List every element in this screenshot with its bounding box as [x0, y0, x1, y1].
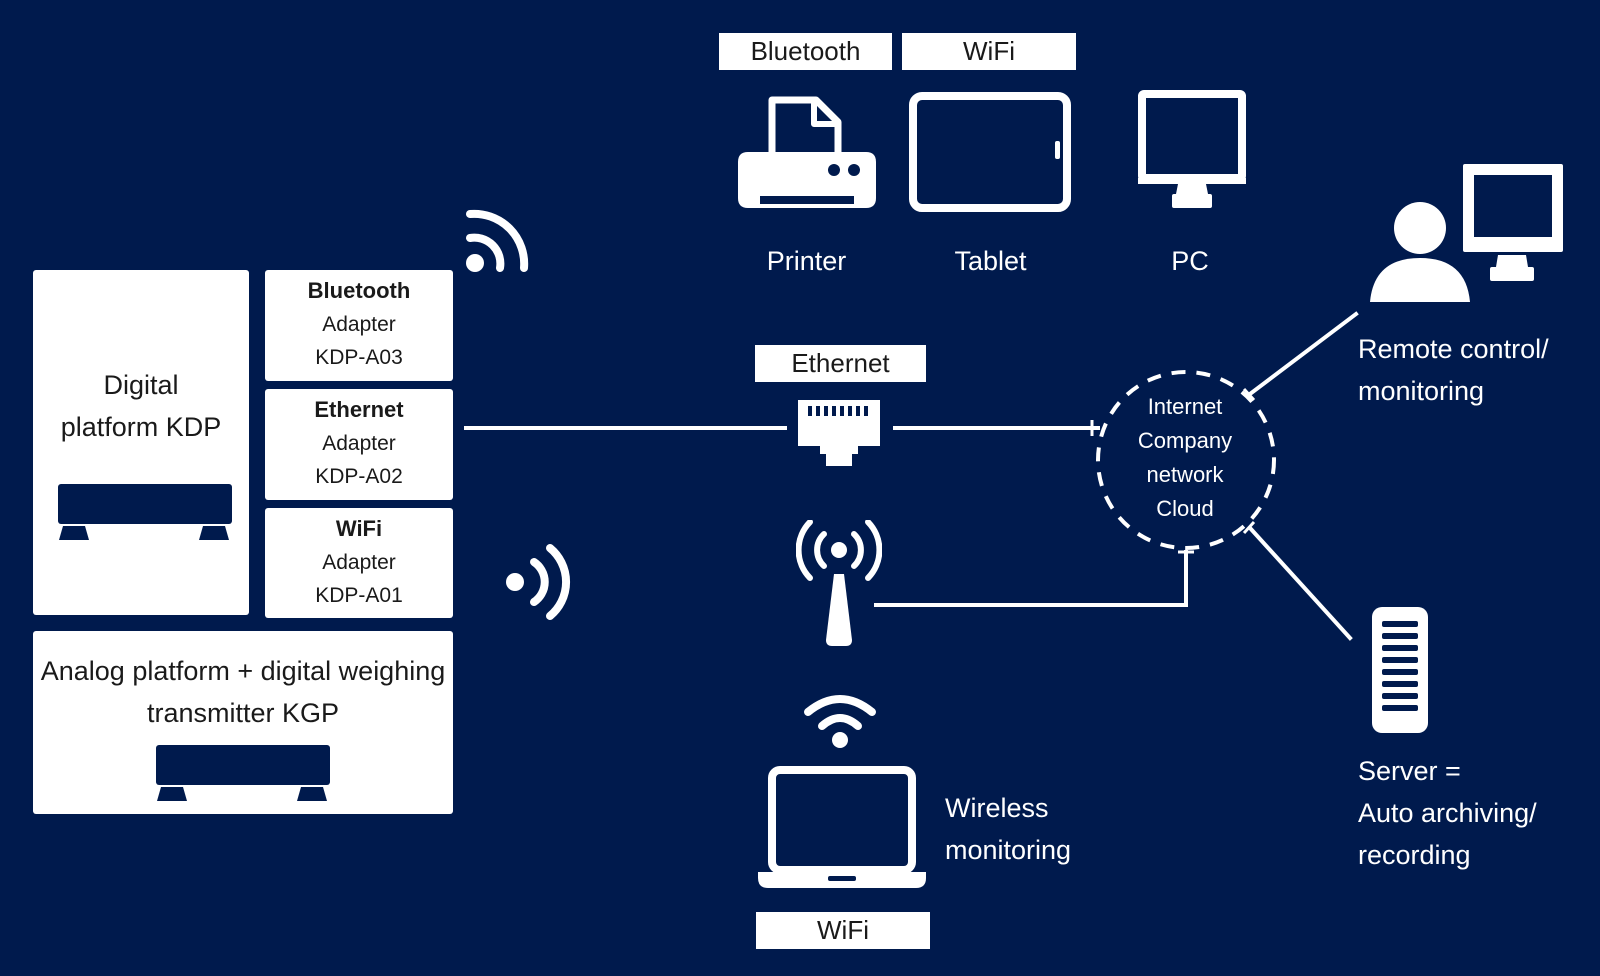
adapter-model: KDP-A02	[315, 465, 403, 488]
wireless-label-line1: Wireless	[945, 793, 1049, 823]
adapter-type: Adapter	[322, 550, 396, 574]
wireless-label: Wireless monitoring	[945, 787, 1125, 871]
printer-icon	[738, 96, 876, 208]
pc-label: PC	[1171, 246, 1209, 276]
wifi-icon	[804, 695, 876, 748]
kdp-title-line2: platform KDP	[60, 412, 222, 442]
ethernet-tag: Ethernet	[755, 345, 926, 382]
wireless-label-line2: monitoring	[945, 835, 1072, 865]
scale-platform-icon	[58, 484, 232, 540]
printer-label: Printer	[766, 246, 847, 276]
adapter-ethernet: Ethernet Adapter KDP-A02	[265, 389, 453, 500]
line-antenna-cloud	[874, 550, 1188, 607]
pc-icon	[1138, 90, 1246, 208]
line-cloud-server	[1247, 525, 1353, 641]
laptop-icon	[758, 766, 926, 888]
server-label: Server = Auto archiving/ recording	[1358, 750, 1588, 876]
cloud-line3: network	[1146, 462, 1224, 487]
signal-icon	[506, 544, 570, 620]
user-icon	[1370, 202, 1470, 302]
adapter-bluetooth: Bluetooth Adapter KDP-A03	[265, 270, 453, 381]
cloud-label: Internet Company network Cloud	[1090, 390, 1280, 526]
wifi-tag-bottom: WiFi	[756, 912, 930, 949]
kdp-box: Digital platform KDP	[33, 270, 249, 615]
server-icon	[1372, 607, 1428, 733]
server-label-line3: recording	[1358, 840, 1471, 870]
tablet-icon	[909, 92, 1071, 212]
remote-label-line2: monitoring	[1358, 376, 1485, 406]
cloud-icon	[1096, 370, 1276, 550]
adapter-type: Adapter	[322, 312, 396, 336]
remote-label: Remote control/ monitoring	[1358, 328, 1598, 412]
adapter-wifi: WiFi Adapter KDP-A01	[265, 508, 453, 618]
adapter-name: Bluetooth	[307, 278, 411, 303]
scale-platform-icon	[156, 745, 330, 801]
kgp-title-line1: Analog platform + digital weighing	[40, 656, 446, 686]
cloud-line1: Internet	[1147, 394, 1223, 419]
adapter-model: KDP-A01	[315, 584, 403, 607]
kgp-box: Analog platform + digital weighing trans…	[33, 631, 453, 814]
server-label-line1: Server =	[1358, 756, 1461, 786]
line-cloud-remote	[1247, 311, 1359, 397]
ethernet-port-icon	[798, 400, 880, 466]
kdp-title-line1: Digital	[103, 370, 179, 400]
tablet-label: Tablet	[954, 246, 1027, 276]
monitor-icon	[1463, 164, 1563, 281]
antenna-icon	[796, 520, 882, 646]
adapter-name: WiFi	[335, 516, 383, 541]
bluetooth-tag: Bluetooth	[719, 33, 892, 70]
remote-label-line1: Remote control/	[1358, 334, 1549, 364]
kgp-title-line2: transmitter KGP	[146, 698, 340, 728]
adapter-model: KDP-A03	[315, 346, 403, 369]
adapter-type: Adapter	[322, 431, 396, 455]
signal-icon	[466, 209, 529, 272]
adapter-name: Ethernet	[314, 397, 404, 422]
cloud-line2: Company	[1137, 428, 1233, 453]
cloud-line4: Cloud	[1156, 496, 1214, 521]
server-label-line2: Auto archiving/	[1358, 798, 1537, 828]
wifi-tag-top: WiFi	[902, 33, 1076, 70]
